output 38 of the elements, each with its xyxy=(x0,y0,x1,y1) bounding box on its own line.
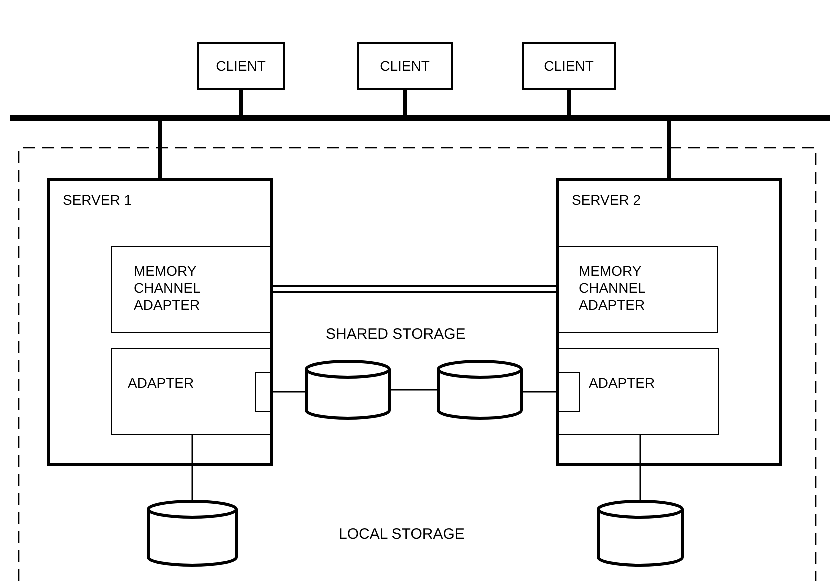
connector-line xyxy=(192,435,194,500)
connector-line xyxy=(391,389,437,391)
client-box xyxy=(357,42,453,90)
node-label: MEMORY CHANNEL ADAPTER xyxy=(579,263,646,314)
connector-line xyxy=(403,90,407,115)
connector-line xyxy=(640,435,642,500)
connector-line xyxy=(523,391,556,393)
storage-cylinder xyxy=(437,360,523,420)
storage-cylinder xyxy=(305,360,391,420)
connector-line xyxy=(158,121,162,178)
client-box xyxy=(522,42,616,90)
storage-cylinder xyxy=(147,500,238,567)
adapter-box xyxy=(556,348,719,435)
storage-cylinder xyxy=(597,500,684,567)
group-label: LOCAL STORAGE xyxy=(339,526,465,543)
connector-line xyxy=(273,286,556,294)
connector-line xyxy=(239,90,243,115)
network-bus xyxy=(10,115,830,121)
node-label: CLIENT xyxy=(379,58,431,75)
node-label: ADAPTER xyxy=(128,375,196,392)
connector-line xyxy=(567,90,571,115)
node-label: SERVER 1 xyxy=(63,192,132,209)
node-label: SERVER 2 xyxy=(572,192,641,209)
node-label: MEMORY CHANNEL ADAPTER xyxy=(134,263,202,314)
node-label: CLIENT xyxy=(543,58,595,75)
server-box xyxy=(47,178,273,466)
port-box xyxy=(556,372,580,412)
adapter-box xyxy=(111,348,273,435)
client-box xyxy=(197,42,285,90)
connector-line xyxy=(667,121,671,178)
connector-line xyxy=(273,391,305,393)
port-box xyxy=(255,372,273,412)
group-label: SHARED STORAGE xyxy=(326,326,466,343)
adapter-box xyxy=(111,246,273,333)
adapter-box xyxy=(556,246,718,333)
node-label: ADAPTER xyxy=(589,375,656,392)
server-box xyxy=(556,178,782,466)
node-label: CLIENT xyxy=(215,58,267,75)
